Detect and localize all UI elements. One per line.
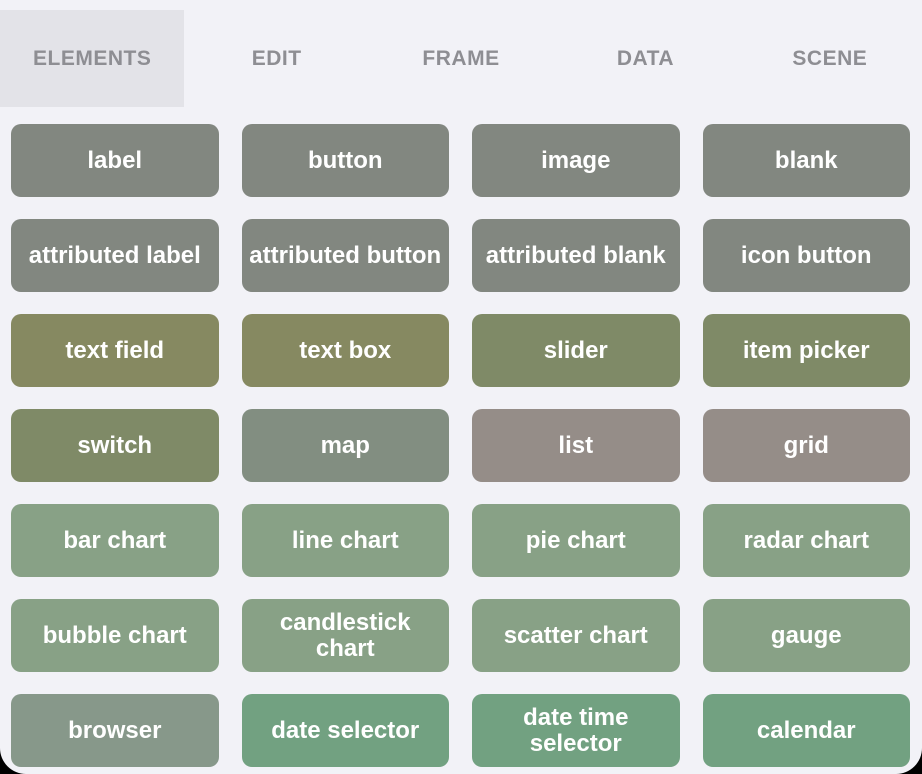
palette-item-label: browser xyxy=(68,716,162,744)
palette-item-label: image xyxy=(541,146,611,174)
palette-item-attributed-button[interactable]: attributed button xyxy=(241,219,449,292)
palette-item-label: candlestick chart xyxy=(279,608,411,662)
palette-item-label: date selector xyxy=(271,716,420,744)
palette-item-date-time-selector[interactable]: date time selector xyxy=(472,694,680,767)
palette-item-map[interactable]: map xyxy=(241,409,449,482)
palette-item-label: slider xyxy=(543,336,608,364)
palette-item-label: grid xyxy=(783,431,829,459)
tab-data[interactable]: DATA xyxy=(616,46,675,70)
palette-item-icon-button[interactable]: icon button xyxy=(702,219,910,292)
palette-item-attributed-blank[interactable]: attributed blank xyxy=(472,219,680,292)
palette-item-label: blank xyxy=(774,146,838,174)
palette-item-label: icon button xyxy=(740,241,872,269)
palette-item-scatter-chart[interactable]: scatter chart xyxy=(472,599,680,672)
palette-item-pie-chart[interactable]: pie chart xyxy=(472,504,680,577)
palette-item-bar-chart[interactable]: bar chart xyxy=(11,504,219,577)
palette-item-label: attributed blank xyxy=(485,241,666,269)
palette-item-line-chart[interactable]: line chart xyxy=(241,504,449,577)
palette-item-gauge[interactable]: gauge xyxy=(702,599,910,672)
tab-bar: ELEMENTS EDIT FRAME DATA SCENE xyxy=(0,0,922,110)
palette-item-list[interactable]: list xyxy=(472,409,680,482)
palette-item-label: attributed label xyxy=(28,241,201,269)
palette-item-label: item picker xyxy=(742,336,870,364)
tab-edit[interactable]: EDIT xyxy=(251,46,302,70)
palette-item-label: label xyxy=(87,146,143,174)
tab-elements[interactable]: ELEMENTS xyxy=(0,10,185,107)
palette-item-label: bubble chart xyxy=(42,621,187,649)
palette-item-bubble-chart[interactable]: bubble chart xyxy=(11,599,219,672)
palette-item-browser[interactable]: browser xyxy=(11,694,219,767)
palette-item-image[interactable]: image xyxy=(472,124,680,197)
palette-item-blank[interactable]: blank xyxy=(702,124,910,197)
palette-item-text-field[interactable]: text field xyxy=(11,314,219,387)
palette-item-label: calendar xyxy=(756,716,856,744)
palette-item-label: pie chart xyxy=(525,526,626,554)
palette-item-label: map xyxy=(320,431,370,459)
palette-item-text-box[interactable]: text box xyxy=(241,314,449,387)
palette-item-slider[interactable]: slider xyxy=(472,314,680,387)
tab-frame[interactable]: FRAME xyxy=(422,46,500,70)
palette-item-calendar[interactable]: calendar xyxy=(702,694,910,767)
palette-item-item-picker[interactable]: item picker xyxy=(702,314,910,387)
palette-item-button[interactable]: button xyxy=(241,124,449,197)
palette-item-label: text field xyxy=(65,336,165,364)
palette-item-radar-chart[interactable]: radar chart xyxy=(702,504,910,577)
palette-item-label: radar chart xyxy=(743,526,869,554)
palette-item-label: attributed button xyxy=(249,241,442,269)
palette-item-label: text box xyxy=(299,336,392,364)
palette-item-label: scatter chart xyxy=(503,621,648,649)
palette-item-label: bar chart xyxy=(63,526,167,554)
element-palette: label button image blank attributed label att… xyxy=(0,110,922,767)
palette-item-label: switch xyxy=(77,431,153,459)
palette-item-label: button xyxy=(307,146,383,174)
palette-item-label: line chart xyxy=(291,526,399,554)
palette-item-attributed-label[interactable]: attributed label xyxy=(11,219,219,292)
palette-item-grid[interactable]: grid xyxy=(702,409,910,482)
tab-scene[interactable]: SCENE xyxy=(792,46,868,70)
palette-item-label[interactable]: label xyxy=(11,124,219,197)
palette-item-candlestick-chart[interactable]: candlestick chart xyxy=(241,599,449,672)
palette-item-label: date time selector xyxy=(523,703,629,757)
palette-item-label: list xyxy=(558,431,594,459)
palette-item-date-selector[interactable]: date selector xyxy=(241,694,449,767)
palette-item-label: gauge xyxy=(770,621,842,649)
palette-item-switch[interactable]: switch xyxy=(11,409,219,482)
